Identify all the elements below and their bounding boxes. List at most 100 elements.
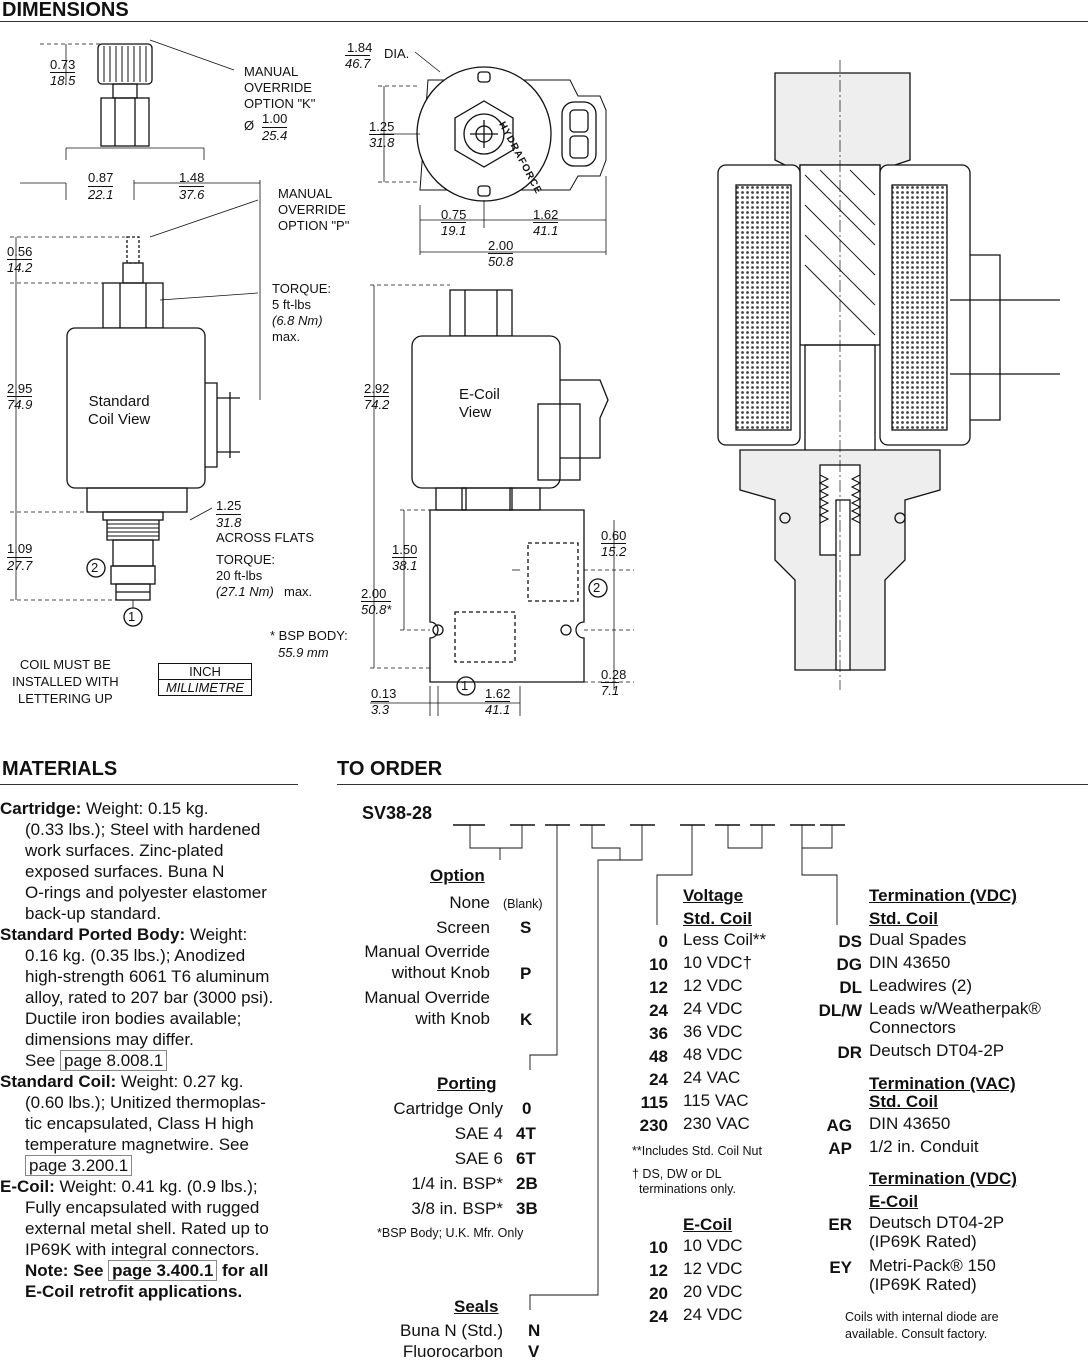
dim-292-mm: 74.2 xyxy=(364,396,390,412)
term-vdc-label: Deutsch DT04-2P xyxy=(869,1041,1005,1060)
term-vac-label: DIN 43650 xyxy=(869,1114,951,1133)
ecoil-voltage-code: 20 xyxy=(649,1284,668,1303)
ecoil-voltage-label: 20 VDC xyxy=(683,1282,743,1301)
unit-inch: INCH xyxy=(159,664,251,680)
porting-code: 6T xyxy=(516,1149,536,1168)
dim-056: 0.56 xyxy=(7,244,33,259)
ecoil-voltage-code: 12 xyxy=(649,1261,668,1280)
technical-drawings xyxy=(10,39,1060,716)
port-1-ecoil: 1 xyxy=(461,678,469,693)
body-row: Standard Ported Body: Weight: xyxy=(0,924,300,945)
dim-075-mm: 19.1 xyxy=(441,222,467,238)
option-k-code: K xyxy=(520,1010,533,1029)
dia-label: DIA. xyxy=(384,46,410,61)
option-p: Manual Override without Knob xyxy=(364,942,490,982)
ecoil-note-end: for all xyxy=(217,1261,269,1280)
dim-295: 2.95 xyxy=(7,381,33,396)
ecoil-note-row: Note: See page 3.400.1 for all xyxy=(0,1260,300,1281)
body-line: dimensions may differ. xyxy=(25,1030,194,1049)
torque-1-max: max. xyxy=(272,329,301,344)
dim-150: 1.50 xyxy=(392,542,418,557)
standard-coil-label: Standard Coil View xyxy=(88,393,151,428)
knob-dia-in: 1.00 xyxy=(262,111,288,126)
term-ecoil-sub: E-Coil xyxy=(869,1192,919,1211)
dim-295-mm: 74.9 xyxy=(7,396,33,412)
dim-184-mm: 46.7 xyxy=(345,55,371,71)
knob-dia-prefix: Ø xyxy=(244,118,255,133)
body-see-row: See page 8.008.1 xyxy=(0,1050,300,1071)
ecoil-voltage-code: 10 xyxy=(649,1238,668,1257)
seal-code: V xyxy=(528,1342,540,1361)
title-rule xyxy=(0,21,1088,22)
term-vac-label: 1/2 in. Conduit xyxy=(869,1137,979,1156)
ecoil-voltage-label: 12 VDC xyxy=(683,1259,743,1278)
voltage-label: 115 VAC xyxy=(683,1091,749,1110)
ecoil-voltage-code: 24 xyxy=(649,1307,668,1326)
seal-code: N xyxy=(528,1321,541,1340)
dim-184: 1.84 xyxy=(347,40,373,55)
dim-200b-mm: 50.8* xyxy=(361,601,392,617)
term-ecoil-label: Deutsch DT04-2P (IP69K Rated) xyxy=(869,1213,1005,1251)
term-vac-sub: Std. Coil xyxy=(869,1092,938,1111)
materials-title: MATERIALS xyxy=(2,758,118,780)
dim-013-mm: 3.3 xyxy=(371,701,390,717)
term-ecoil-label: Metri-Pack® 150 (IP69K Rated) xyxy=(869,1256,996,1294)
dagger-note: † DS, DW or DL terminations only. xyxy=(632,1167,736,1196)
coil-line: tic encapsulated, Class H high xyxy=(25,1114,254,1133)
coil-note: COIL MUST BE INSTALLED WITH LETTERING UP xyxy=(12,657,119,706)
ecoil-note2-row: E-Coil retrofit applications. xyxy=(0,1281,300,1302)
term-ecoil-code: EY xyxy=(829,1258,852,1277)
ecoil-label: E-Coil View xyxy=(459,386,500,421)
port-2-ecoil: 2 xyxy=(593,580,601,595)
dim-148: 1.48 xyxy=(179,170,205,185)
order-title: TO ORDER xyxy=(337,758,443,780)
term-ecoil-head: Termination (VDC) xyxy=(869,1169,1017,1188)
voltage-code: 12 xyxy=(649,978,668,997)
model-code: SV38-28 xyxy=(362,803,433,823)
voltage-label: 36 VDC xyxy=(683,1022,743,1041)
term-vdc-label: Leads w/Weatherpak® Connectors xyxy=(869,999,1041,1037)
option-screen: Screen xyxy=(436,918,490,937)
cartridge-label: Cartridge: xyxy=(0,799,82,818)
voltage-label: 48 VDC xyxy=(683,1045,743,1064)
term-vdc-code: DR xyxy=(837,1043,862,1062)
ecoil-note2: E-Coil retrofit applications. xyxy=(25,1282,243,1301)
dim-073-mm: 18.5 xyxy=(50,72,76,88)
body-line: alloy, rated to 207 bar (3000 psi). xyxy=(25,988,274,1007)
term-vdc-label: DIN 43650 xyxy=(869,953,951,972)
cartridge-line: work surfaces. Zinc-plated xyxy=(25,841,224,860)
ecoil-text: Weight: 0.41 kg. (0.9 lbs.); xyxy=(54,1177,258,1196)
diode-note: Coils with internal diode are available.… xyxy=(845,1310,999,1341)
porting-row: 1/4 in. BSP* xyxy=(411,1174,503,1193)
term-vac-code: AG xyxy=(826,1116,853,1135)
knob-dia-mm: 25.4 xyxy=(262,127,288,143)
top-view-drawing xyxy=(378,51,607,255)
dim-292: 2.92 xyxy=(364,381,390,396)
porting-code: 2B xyxy=(516,1174,538,1193)
coil-label: Standard Coil: xyxy=(0,1072,117,1091)
dim-162a-mm: 41.1 xyxy=(533,222,559,238)
porting-code: 0 xyxy=(522,1099,532,1118)
bsp-mm: 55.9 mm xyxy=(278,645,329,660)
voltage-code: 48 xyxy=(649,1047,668,1066)
dim-056-mm: 14.2 xyxy=(7,259,33,275)
page-link-3200[interactable]: page 3.200.1 xyxy=(25,1155,133,1176)
page-link-8008[interactable]: page 8.008.1 xyxy=(59,1050,168,1071)
option-p-code: P xyxy=(520,964,532,983)
coil-row: Standard Coil: Weight: 0.27 kg. xyxy=(0,1071,300,1092)
dim-162b-mm: 41.1 xyxy=(485,701,511,717)
voltage-code: 10 xyxy=(649,955,668,974)
porting-row: 3/8 in. BSP* xyxy=(411,1199,503,1218)
term-vac-head: Termination (VAC) xyxy=(869,1074,1016,1093)
voltage-code: 0 xyxy=(658,932,668,951)
coil-line: (0.60 lbs.); Unitized thermoplas- xyxy=(25,1093,266,1112)
ecoil-note: Note: See xyxy=(25,1261,104,1280)
unit-mm: MILLIMETRE xyxy=(165,680,244,695)
porting-row: SAE 4 xyxy=(454,1124,503,1143)
page-link-3400[interactable]: page 3.400.1 xyxy=(108,1260,218,1281)
ecoil-line: Fully encapsulated with rugged xyxy=(25,1198,260,1217)
dim-073: 0.73 xyxy=(50,57,76,72)
cartridge-line: back-up standard. xyxy=(25,904,162,923)
dim-060-mm: 15.2 xyxy=(601,543,627,559)
dim-028: 0.28 xyxy=(601,667,627,682)
